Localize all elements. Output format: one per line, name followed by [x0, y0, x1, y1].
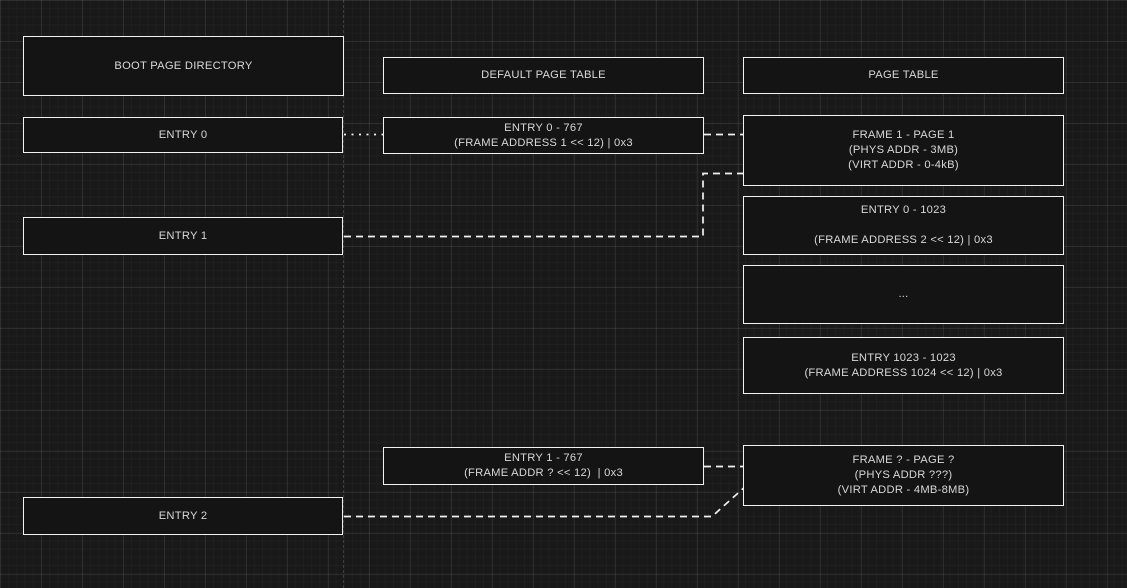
vertical-guide-line: [343, 0, 344, 588]
connector-entry1-to-frame1: [344, 172, 743, 238]
boot-entry-1-label: ENTRY 1: [158, 229, 208, 242]
default-entry-1[interactable]: ENTRY 1 - 767 (FRAME ADDR ? << 12) | 0x3: [383, 447, 704, 485]
boot-entry-0-label: ENTRY 0: [158, 128, 208, 141]
default-page-table-header[interactable]: DEFAULT PAGE TABLE: [383, 57, 704, 94]
default-entry-0-line1: ENTRY 0 - 767: [504, 121, 583, 134]
page-table-frame-unknown-line3: (VIRT ADDR - 4MB-8MB): [837, 484, 970, 496]
default-page-table-header-label: DEFAULT PAGE TABLE: [481, 69, 606, 81]
page-table-ellipsis-label: ...: [898, 288, 909, 300]
page-table-entry-1023[interactable]: ENTRY 1023 - 1023 (FRAME ADDRESS 1024 <<…: [743, 337, 1064, 394]
boot-entry-2-label: ENTRY 2: [158, 509, 208, 522]
page-table-entry-1023-line1: ENTRY 1023 - 1023: [851, 351, 956, 364]
page-table-frame-unknown-line2: (PHYS ADDR ???): [854, 469, 953, 481]
page-table-frame-1[interactable]: FRAME 1 - PAGE 1 (PHYS ADDR - 3MB) (VIRT…: [743, 115, 1064, 186]
page-table-frame-1-line3: (VIRT ADDR - 0-4kB): [848, 159, 959, 171]
page-table-header[interactable]: PAGE TABLE: [743, 57, 1064, 94]
page-table-entry-0-line2: (FRAME ADDRESS 2 << 12) | 0x3: [814, 234, 993, 246]
boot-page-directory-header-label: BOOT PAGE DIRECTORY: [114, 59, 253, 72]
page-table-frame-1-line2: (PHYS ADDR - 3MB): [848, 144, 959, 156]
default-entry-1-line1: ENTRY 1 - 767: [504, 452, 583, 464]
boot-entry-2[interactable]: ENTRY 2: [23, 497, 343, 535]
page-table-entry-1023-line2: (FRAME ADDRESS 1024 << 12) | 0x3: [804, 366, 1003, 379]
default-entry-0-line2: (FRAME ADDRESS 1 << 12) | 0x3: [454, 136, 633, 149]
boot-entry-1[interactable]: ENTRY 1: [23, 217, 343, 255]
page-table-header-label: PAGE TABLE: [868, 69, 939, 81]
boot-entry-0[interactable]: ENTRY 0: [23, 117, 343, 153]
boot-page-directory-header[interactable]: BOOT PAGE DIRECTORY: [23, 36, 344, 96]
default-entry-1-line2: (FRAME ADDR ? << 12) | 0x3: [464, 467, 623, 479]
page-table-ellipsis[interactable]: ...: [743, 265, 1064, 324]
default-entry-0[interactable]: ENTRY 0 - 767 (FRAME ADDRESS 1 << 12) | …: [383, 117, 704, 154]
page-table-frame-unknown-line1: FRAME ? - PAGE ?: [852, 454, 955, 466]
page-table-entry-0-line1: ENTRY 0 - 1023: [860, 204, 947, 216]
page-table-entry-0[interactable]: ENTRY 0 - 1023 (FRAME ADDRESS 2 << 12) |…: [743, 196, 1064, 255]
page-table-frame-unknown[interactable]: FRAME ? - PAGE ? (PHYS ADDR ???) (VIRT A…: [743, 445, 1064, 506]
page-table-frame-1-line1: FRAME 1 - PAGE 1: [852, 129, 955, 141]
